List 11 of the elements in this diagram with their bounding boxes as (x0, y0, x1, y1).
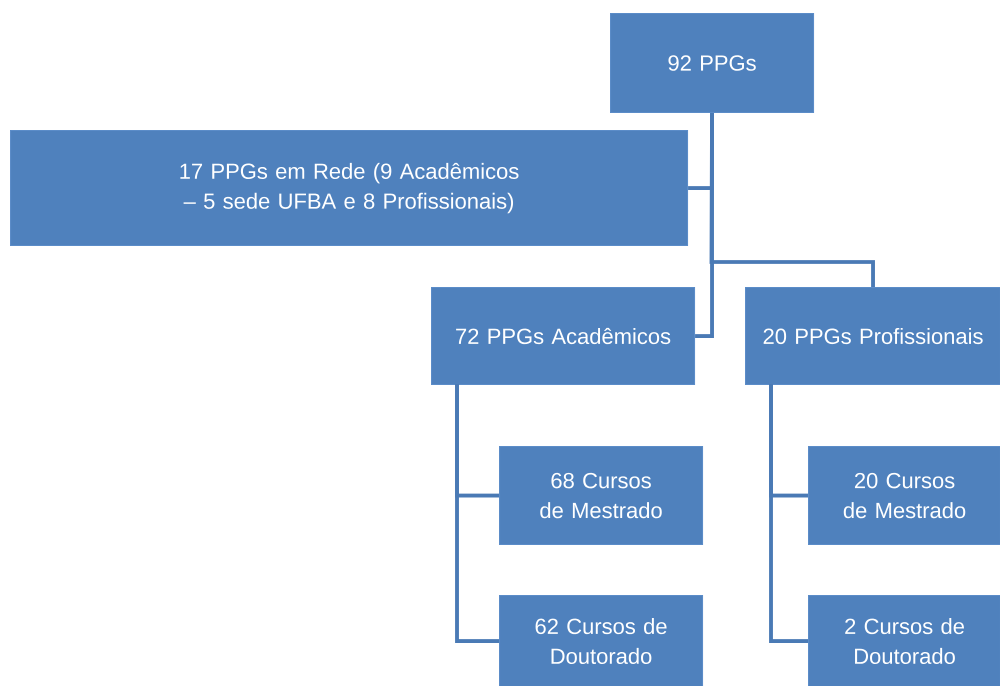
connector-line (710, 113, 875, 287)
org-box: 20 Cursos de Mestrado (808, 446, 1000, 546)
org-box: 92 PPGs (610, 13, 814, 114)
org-box: 62 Cursos de Doutorado (499, 595, 704, 686)
connector-line (455, 384, 499, 643)
org-box: 17 PPGs em Rede (9 Acadêmicos – 5 sede UFBA e 8 Profissionais) (10, 130, 688, 246)
org-box: 72 PPGs Acadêmicos (431, 287, 696, 386)
org-box: 20 PPGs Profissionais (745, 287, 1000, 386)
org-box: 2 Cursos de Doutorado (808, 595, 1000, 686)
connector-line (769, 384, 808, 643)
org-box: 68 Cursos de Mestrado (499, 446, 704, 546)
